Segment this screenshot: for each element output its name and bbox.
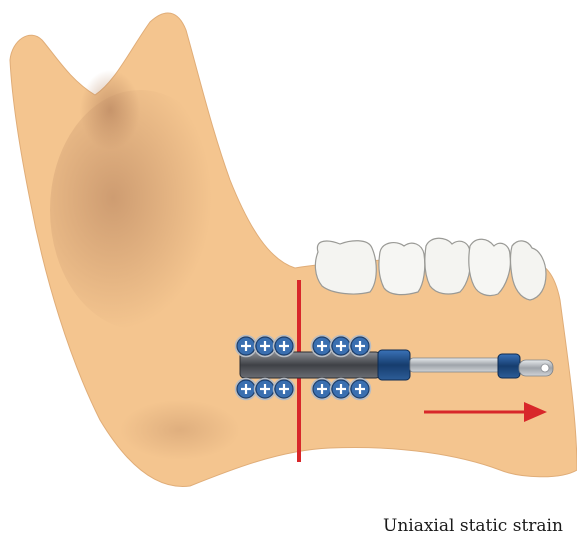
screw-icon [274,336,295,357]
screw-icon [255,379,276,400]
screw-icon [236,379,257,400]
screw-icon [236,336,257,357]
screw-icon [331,336,352,357]
screw-icon [274,379,295,400]
bone-shadow [120,400,240,460]
screw-icon [255,336,276,357]
bone-shadow [80,70,140,150]
screw-icon [312,379,333,400]
screw-icon [350,379,371,400]
figure-caption: Uniaxial static strain [383,516,563,536]
screw-icon [331,379,352,400]
screw-icon [312,336,333,357]
screw-icon [350,336,371,357]
bone-shadow [50,90,230,330]
